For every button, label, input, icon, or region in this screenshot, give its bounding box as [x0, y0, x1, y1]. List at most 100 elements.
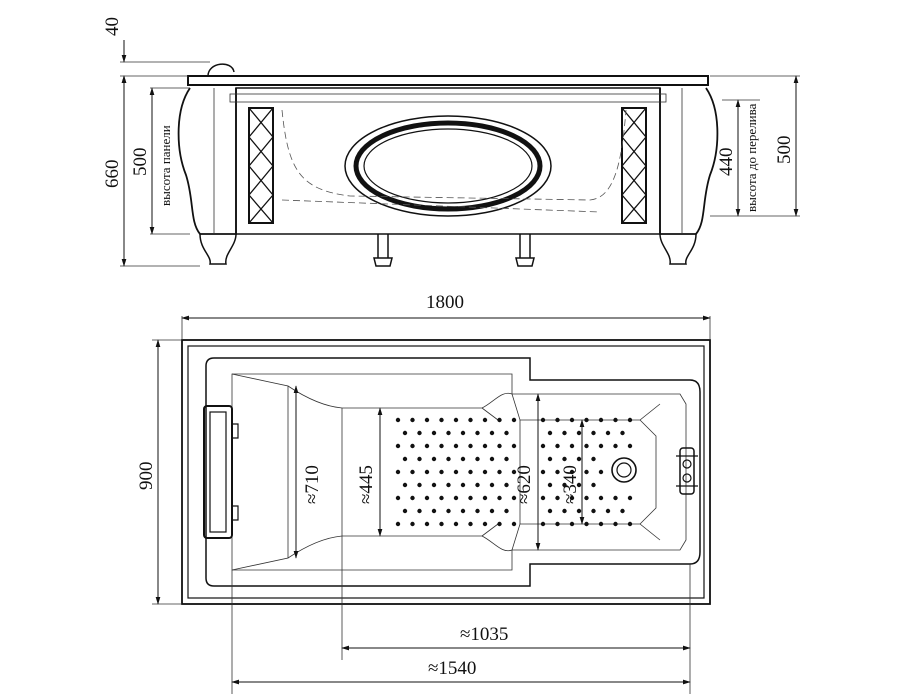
jet-hole	[489, 430, 495, 436]
jet-hole	[584, 469, 589, 475]
drain	[611, 457, 637, 483]
jet-hole	[613, 495, 618, 501]
jet-hole	[605, 508, 611, 514]
dim-340: ≈340	[560, 465, 581, 504]
jet-hole	[613, 417, 618, 423]
jet-hole	[489, 456, 495, 462]
jet-hole	[439, 495, 444, 501]
jet-hole	[627, 417, 633, 423]
jet-hole	[569, 469, 575, 475]
jet-hole	[504, 430, 509, 436]
jet-hole	[482, 521, 488, 527]
jet-hole	[395, 443, 401, 449]
dim-500-left: 500	[130, 148, 151, 177]
jet-hole	[395, 521, 401, 527]
jet-hole	[627, 495, 633, 501]
headrest	[203, 405, 239, 539]
jet-hole	[468, 521, 473, 527]
jet-hole	[489, 482, 495, 488]
jet-hole	[540, 495, 546, 501]
jet-hole	[417, 482, 422, 488]
jet-hole	[439, 469, 444, 475]
jet-hole	[475, 430, 480, 436]
jet-hole	[482, 495, 488, 501]
jet-hole	[446, 508, 451, 514]
jet-hole	[620, 430, 625, 436]
label-overflow-height: высота до перелива	[744, 103, 759, 212]
jet-hole	[468, 443, 473, 449]
jet-hole	[598, 469, 604, 475]
jet-hole	[424, 495, 430, 501]
jet-hole	[547, 430, 553, 436]
jet-hole	[482, 417, 488, 423]
jet-hole	[511, 417, 517, 423]
jet-hole	[540, 417, 546, 423]
jet-hole	[475, 482, 480, 488]
label-panel-height: высота панели	[158, 125, 173, 206]
jet-hole	[402, 508, 408, 514]
jet-hole	[504, 508, 509, 514]
jet-hole	[431, 430, 437, 436]
jet-hole	[424, 443, 430, 449]
jet-hole	[475, 508, 480, 514]
jet-hole	[439, 417, 444, 423]
jet-hole	[569, 521, 575, 527]
jet-hole	[402, 430, 408, 436]
dim-620: ≈620	[514, 465, 535, 504]
jet-hole	[497, 443, 502, 449]
jet-hole	[453, 495, 459, 501]
jet-hole	[584, 495, 589, 501]
jet-hole	[591, 482, 596, 488]
jet-hole	[584, 417, 589, 423]
dim-1800: 1800	[426, 292, 464, 313]
jet-hole	[497, 521, 502, 527]
jet-hole	[489, 508, 495, 514]
jet-hole	[439, 443, 444, 449]
jet-hole	[605, 430, 611, 436]
jet-hole	[410, 443, 415, 449]
jet-hole	[468, 417, 473, 423]
dim-500-right: 500	[774, 136, 795, 165]
jet-hole	[439, 521, 444, 527]
jet-hole	[598, 443, 604, 449]
jet-hole	[424, 469, 430, 475]
jet-hole	[424, 417, 430, 423]
jet-hole	[482, 443, 488, 449]
jet-hole	[620, 508, 625, 514]
jet-hole	[569, 443, 575, 449]
jet-hole	[569, 417, 575, 423]
jet-hole	[468, 469, 473, 475]
jet-hole	[547, 508, 553, 514]
jet-hole	[460, 456, 466, 462]
jet-hole	[402, 482, 408, 488]
jet-hole	[598, 417, 604, 423]
lattice-right	[621, 107, 647, 224]
dim-1035: ≈1035	[460, 624, 508, 645]
front-view	[177, 63, 719, 267]
jet-hole	[562, 482, 567, 488]
jet-hole	[431, 456, 437, 462]
jet-hole	[613, 521, 618, 527]
jet-hole	[511, 521, 517, 527]
dim-40: 40	[102, 17, 123, 36]
jet-hole	[417, 456, 422, 462]
jet-hole	[424, 521, 430, 527]
jet-hole	[410, 469, 415, 475]
jet-hole	[504, 482, 509, 488]
jet-hole	[460, 482, 466, 488]
jet-hole	[395, 417, 401, 423]
dim-660: 660	[102, 160, 123, 189]
jet-hole	[504, 456, 509, 462]
jet-hole	[453, 521, 459, 527]
jet-hole	[562, 508, 567, 514]
jet-hole	[497, 417, 502, 423]
jet-hole	[540, 469, 546, 475]
jet-hole	[446, 430, 451, 436]
jet-hole	[576, 508, 582, 514]
jet-hole	[547, 456, 553, 462]
jet-hole	[598, 495, 604, 501]
jet-hole	[569, 495, 575, 501]
top-view-dimensions: 1800 900 ≈710 ≈445 ≈620 ≈340 ≈1035 ≈1540	[136, 292, 711, 694]
jet-hole	[460, 508, 466, 514]
